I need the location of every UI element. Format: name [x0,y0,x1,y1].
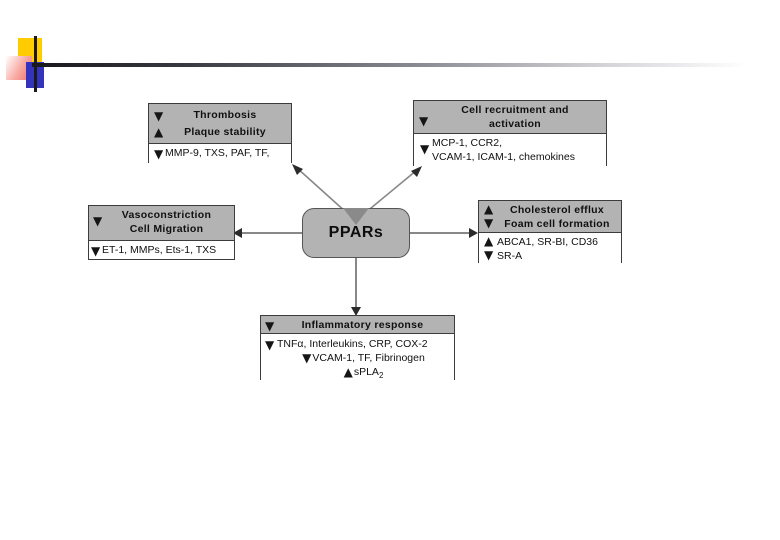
connector-ppars-to-thrombosis [296,167,348,214]
box-inflammatory-title-1: Inflammatory response [301,319,424,331]
box-inflammatory-body: ▼ TNFα, Interleukins, CRP, COX-2 ▼VCAM-1… [261,334,454,380]
box-thrombosis-body: ▼ MMP-9, TXS, PAF, TF, [149,144,291,163]
box-cell-recruitment-title-2: activation [488,118,541,130]
box-cholesterol-header: ▲ Cholesterol efflux ▼ Foam cell formati… [479,201,621,233]
arrowhead-vasoconstriction [233,228,242,238]
box-cholesterol-body-line-2: SR-A [497,250,523,262]
down-arrow-icon: ▼ [91,244,101,258]
box-vasoconstriction-body-line-1: ET-1, MMPs, Ets-1, TXS [102,244,217,256]
box-cholesterol-title-1: Cholesterol efflux [509,204,605,216]
box-cholesterol-efflux[interactable]: ▲ Cholesterol efflux ▼ Foam cell formati… [478,200,622,263]
connector-ppars-to-inflammatory [355,257,357,312]
box-thrombosis-title-1: Thrombosis [193,109,257,121]
arrowhead-cell-recruitment [411,166,422,177]
splA2-subscript: 2 [378,371,384,381]
down-arrow-icon: ▼ [93,214,103,228]
box-cholesterol-body: ▲ ABCA1, SR-BI, CD36 ▼ SR-A [479,233,621,263]
box-vasoconstriction-title-1: Vasoconstriction [121,209,212,221]
arrowhead-cholesterol [469,228,478,238]
down-arrow-icon: ▼ [484,248,494,262]
box-cell-recruitment[interactable]: Cell recruitment and ▼ activation ▼ MCP-… [413,100,607,166]
box-cell-recruitment-header: Cell recruitment and ▼ activation [414,101,606,134]
box-inflammatory-body-text-2: VCAM-1, TF, Fibrinogen [312,352,425,364]
box-cell-recruitment-body-line-1: MCP-1, CCR2, [432,137,503,149]
header-divider-rule [32,63,748,67]
connector-ppars-to-cholesterol [408,232,474,234]
box-cell-recruitment-title-1: Cell recruitment and [461,104,569,116]
ppars-convergence-triangle [343,208,369,225]
down-arrow-icon: ▼ [265,338,275,352]
connector-ppars-to-cell-recruitment [364,169,418,214]
box-vasoconstriction-body: ▼ ET-1, MMPs, Ets-1, TXS [89,241,234,259]
down-arrow-icon: ▼ [302,351,312,365]
box-cholesterol-body-line-1: ABCA1, SR-BI, CD36 [497,236,598,248]
down-arrow-icon: ▼ [419,114,429,128]
ppars-label: PPARs [328,224,384,241]
down-arrow-icon: ▼ [265,319,275,333]
down-arrow-icon: ▼ [154,147,164,161]
arrowhead-thrombosis [292,164,303,175]
box-inflammatory-header: ▼ Inflammatory response [261,316,454,334]
up-arrow-icon: ▲ [343,365,353,379]
box-inflammatory-body-line-1: TNFα, Interleukins, CRP, COX-2 [277,338,428,350]
up-arrow-icon: ▲ [154,125,164,139]
down-arrow-icon: ▼ [484,216,494,230]
box-vasoconstriction-title-2: Cell Migration [129,223,204,235]
box-inflammatory-body-text-3: sPLA [353,366,379,378]
box-vasoconstriction-header: ▼ Vasoconstriction Cell Migration [89,206,234,241]
box-inflammatory-body-line-2: ▼VCAM-1, TF, Fibrinogen [277,351,450,365]
box-inflammatory-body-line-3: ▲sPLA2 [277,365,450,383]
arrowhead-inflammatory [351,307,361,316]
box-vasoconstriction[interactable]: ▼ Vasoconstriction Cell Migration ▼ ET-1… [88,205,235,260]
box-cell-recruitment-body: ▼ MCP-1, CCR2, VCAM-1, ICAM-1, chemokine… [414,134,606,166]
box-thrombosis-body-line-1: MMP-9, TXS, PAF, TF, [165,147,270,159]
box-cholesterol-title-2: Foam cell formation [504,218,610,230]
box-thrombosis-header: ▼ Thrombosis ▲ Plaque stability [149,104,291,144]
up-arrow-icon: ▲ [484,234,494,248]
box-cell-recruitment-body-line-2: VCAM-1, ICAM-1, chemokines [432,151,575,163]
down-arrow-icon: ▼ [154,109,164,123]
box-thrombosis-title-2: Plaque stability [184,126,266,138]
box-thrombosis[interactable]: ▼ Thrombosis ▲ Plaque stability ▼ MMP-9,… [148,103,292,163]
down-arrow-icon: ▼ [420,142,430,156]
up-arrow-icon: ▲ [484,202,494,216]
box-inflammatory-response[interactable]: ▼ Inflammatory response ▼ TNFα, Interleu… [260,315,455,380]
connector-ppars-to-vasoconstriction [235,232,305,234]
